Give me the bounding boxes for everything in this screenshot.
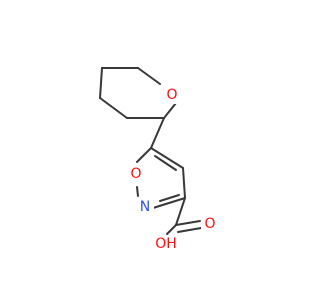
molecule-structure: O O N O OH xyxy=(99,67,216,252)
bond-n2-c3-outer xyxy=(152,197,186,209)
bond-thp-3 xyxy=(163,102,177,119)
bond-c4-c5-outer xyxy=(150,147,184,169)
bond-thp-2 xyxy=(137,67,161,85)
bond-thp-isoxazole xyxy=(150,117,165,149)
carbonyl-oxygen-label: O xyxy=(204,216,215,232)
tetrahydropyran-ring xyxy=(99,67,177,119)
bond-c3-carboxyl xyxy=(175,197,186,226)
hydroxyl-label: OH xyxy=(155,236,177,252)
bond-n2-c3-inner xyxy=(159,194,180,202)
bond-c5-o1 xyxy=(136,147,152,163)
isoxazole-nitrogen-label: N xyxy=(140,199,150,215)
bond-c4-c5-inner xyxy=(154,155,177,171)
bond-c-oh xyxy=(166,224,177,235)
isoxazole-ring xyxy=(136,147,186,209)
ring-oxygen-label: O xyxy=(166,87,177,103)
bond-c3-c4 xyxy=(182,167,186,199)
bond-carbonyl-1 xyxy=(175,220,201,226)
carboxylic-acid-group xyxy=(166,197,202,235)
bond-thp-5 xyxy=(99,97,128,119)
bond-o1-n2 xyxy=(136,186,139,197)
isoxazole-oxygen-label: O xyxy=(130,166,141,182)
bond-thp-6 xyxy=(99,67,103,99)
bond-carbonyl-2 xyxy=(177,227,202,233)
